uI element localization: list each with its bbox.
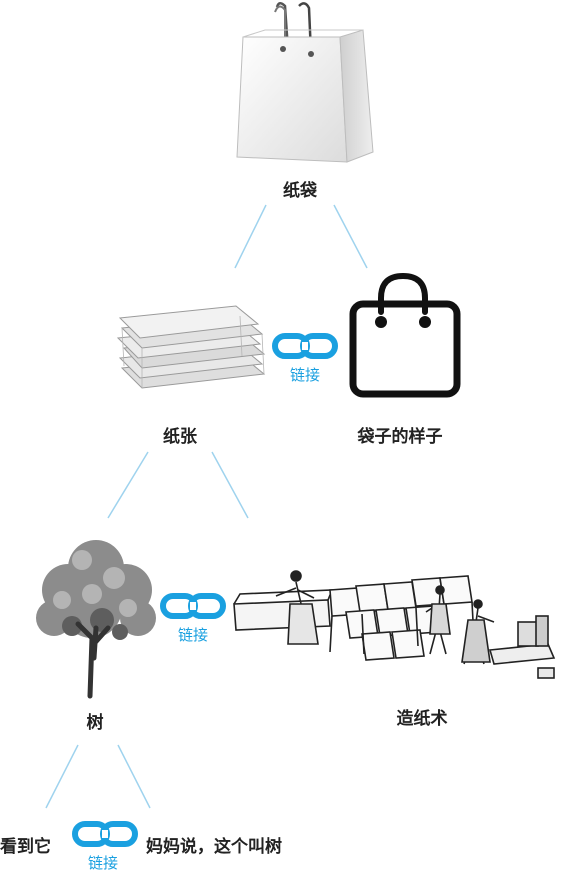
shopping-bag-photo-icon: [236, 2, 374, 163]
node-paper-label: 纸张: [163, 427, 197, 447]
node-bag-shape-label: 袋子的样子: [357, 427, 443, 447]
paper-stack-icon: [116, 305, 266, 389]
node-see-it-label: 看到它: [0, 837, 51, 857]
bag-outline-icon: [349, 272, 461, 398]
node-mom-says-label: 妈妈说，这个叫树: [146, 837, 282, 857]
connector-bag-to-shape: [333, 204, 368, 269]
link-label-2: 链接: [177, 626, 208, 644]
node-papermaking-label: 造纸术: [396, 709, 448, 729]
papermaking-scene-icon: [233, 570, 556, 679]
tree-icon: [36, 540, 156, 699]
connector-paper-to-craft: [211, 451, 249, 519]
connector-paper-to-tree: [107, 451, 149, 519]
connector-tree-to-mom: [117, 744, 151, 809]
chain-link-icon: [72, 821, 138, 847]
chain-link-icon: [160, 593, 226, 619]
chain-link-icon: [272, 333, 338, 359]
link-label-3: 链接: [87, 854, 118, 872]
node-paper-bag-label: 纸袋: [283, 181, 317, 201]
node-tree-label: 树: [86, 713, 104, 733]
link-label-1: 链接: [289, 366, 320, 384]
connector-tree-to-see: [45, 744, 79, 809]
connector-bag-to-paper: [234, 204, 267, 269]
